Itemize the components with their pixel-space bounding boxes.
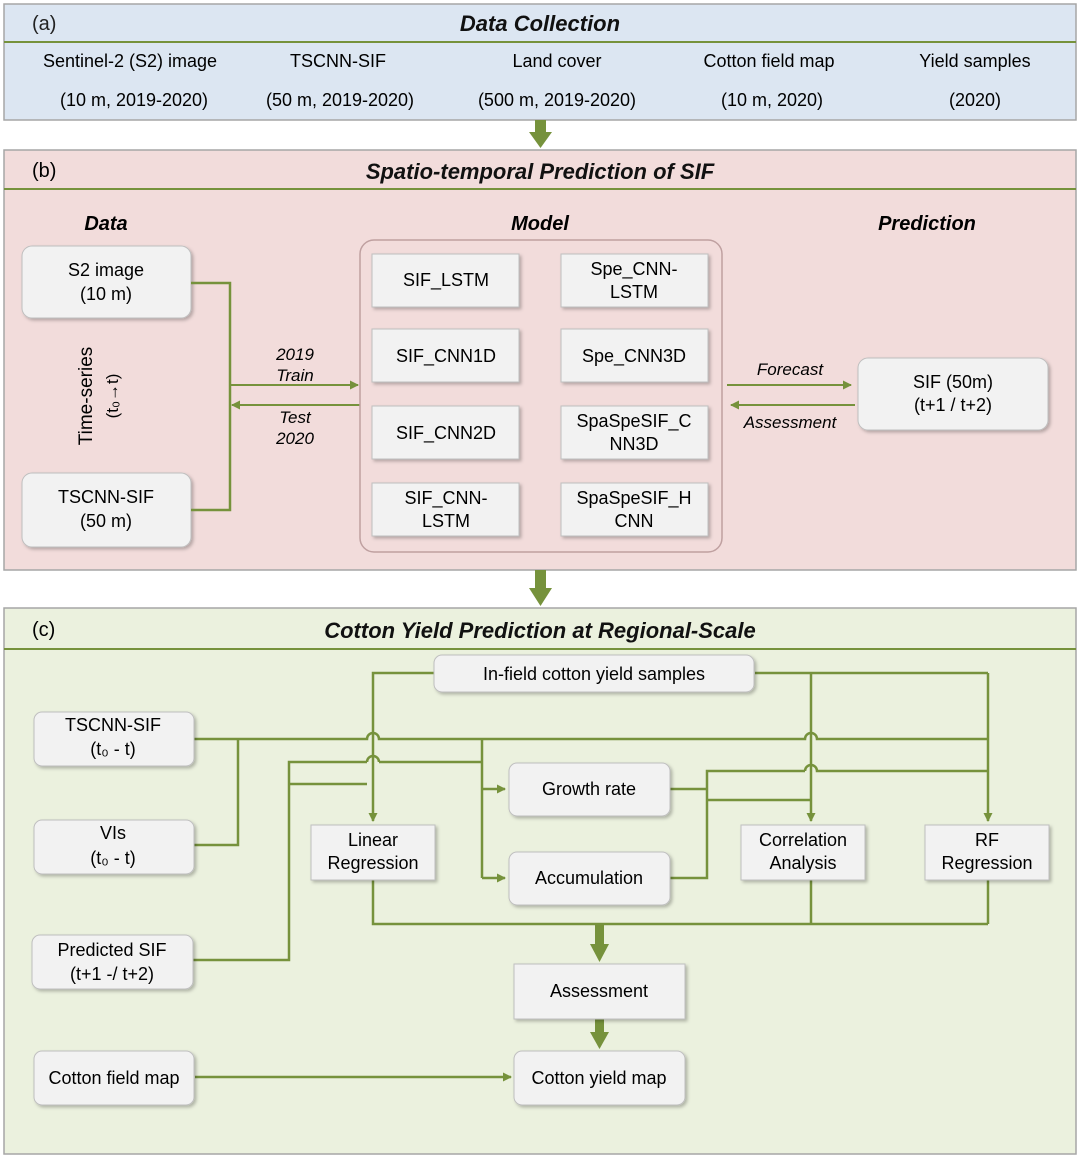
timeseries-sub: (t₀→t) <box>103 374 122 419</box>
arrow-to-assessment <box>590 924 609 962</box>
data-box-s2: S2 image (10 m) <box>21 245 192 319</box>
source-name-tscnn: TSCNN-SIF <box>290 51 386 71</box>
correlation-line2: Analysis <box>769 853 836 873</box>
model-container <box>359 239 723 553</box>
source-detail-landcover: (500 m, 2019-2020) <box>478 90 636 110</box>
assessment-box-label: Assessment <box>550 981 648 1001</box>
model-spaspesif-hcnn-line1: SpaSpeSIF_H <box>576 488 691 509</box>
input-cotton-field-map-label: Cotton field map <box>48 1068 179 1088</box>
panel-b-tag: (b) <box>32 160 56 182</box>
linear-regression-box: Linear Regression <box>310 824 436 881</box>
panel-a-title: Data Collection <box>460 11 620 36</box>
data-box-tscnn-line2: (50 m) <box>80 511 132 531</box>
data-box-s2-line2: (10 m) <box>80 284 132 304</box>
source-name-landcover: Land cover <box>512 51 601 71</box>
input-predicted-sif-box: Predicted SIF (t+1 -/ t+2) <box>31 934 194 990</box>
header-model: Model <box>511 213 569 235</box>
correlation-analysis-box: Correlation Analysis <box>740 824 866 881</box>
model-sif-lstm: SIF_LSTM <box>371 253 520 308</box>
timeseries-label: Time-series <box>76 347 97 446</box>
test-label: Test <box>279 408 312 427</box>
model-spaspesif-cnn3d-line2: NN3D <box>609 434 658 454</box>
input-tscnn-box: TSCNN-SIF (t₀ - t) <box>33 711 195 767</box>
rf-regression-box: RF Regression <box>924 824 1050 881</box>
input-predicted-line1: Predicted SIF <box>57 940 166 960</box>
samples-box: In-field cotton yield samples <box>433 654 755 693</box>
accumulation-box: Accumulation <box>508 851 671 906</box>
panel-c-connectors <box>193 671 993 962</box>
growth-rate-box: Growth rate <box>508 762 671 817</box>
connector-data-bracket <box>191 281 232 512</box>
model-spe-cnn-lstm-line1: Spe_CNN- <box>590 259 677 280</box>
linear-regression-line1: Linear <box>348 830 398 850</box>
model-sif-cnn1d: SIF_CNN1D <box>371 328 520 383</box>
growth-rate-label: Growth rate <box>542 779 636 799</box>
input-cotton-field-map-box: Cotton field map <box>33 1050 195 1106</box>
input-predicted-line2: (t+1 -/ t+2) <box>70 964 154 984</box>
model-sif-cnn-lstm-line2: LSTM <box>422 511 470 531</box>
rf-regression-line1: RF <box>975 830 999 850</box>
panel-data-collection: (a) Data Collection Sentinel-2 (S2) imag… <box>3 3 1077 121</box>
train-label: Train <box>276 366 313 385</box>
header-prediction: Prediction <box>878 213 976 235</box>
model-spaspesif-cnn3d: SpaSpeSIF_C NN3D <box>560 405 709 460</box>
source-detail-yield: (2020) <box>949 90 1001 110</box>
model-spe-cnn-lstm-line2: LSTM <box>610 282 658 302</box>
arrow-assessment-to-map <box>590 1019 609 1049</box>
rf-regression-line2: Regression <box>941 853 1032 873</box>
model-spaspesif-hcnn-line2: CNN <box>615 511 654 531</box>
input-vis-line2: (t₀ - t) <box>90 848 135 868</box>
model-sif-lstm-label: SIF_LSTM <box>403 270 489 291</box>
input-tscnn-line1: TSCNN-SIF <box>65 715 161 735</box>
data-box-tscnn-line1: TSCNN-SIF <box>58 487 154 507</box>
correlation-line1: Correlation <box>759 830 847 850</box>
cotton-yield-map-box: Cotton yield map <box>513 1050 686 1106</box>
source-detail-tscnn: (50 m, 2019-2020) <box>266 90 414 110</box>
train-year: 2019 <box>275 345 314 364</box>
data-box-s2-line1: S2 image <box>68 260 144 280</box>
panel-sif-prediction: (b) Spatio-temporal Prediction of SIF Da… <box>3 149 1077 571</box>
assessment-box: Assessment <box>513 963 686 1020</box>
panel-a-tag: (a) <box>32 13 56 35</box>
input-vis-line1: VIs <box>100 823 126 843</box>
model-spe-cnn3d-label: Spe_CNN3D <box>582 346 686 367</box>
data-box-tscnn: TSCNN-SIF (50 m) <box>21 472 192 548</box>
arrow-b-to-c <box>529 570 552 606</box>
samples-label: In-field cotton yield samples <box>483 664 705 684</box>
forecast-label: Forecast <box>757 360 824 379</box>
panel-c-title: Cotton Yield Prediction at Regional-Scal… <box>324 618 756 643</box>
panel-yield-prediction: (c) Cotton Yield Prediction at Regional-… <box>3 607 1077 1155</box>
test-year: 2020 <box>275 429 314 448</box>
panel-b-title: Spatio-temporal Prediction of SIF <box>366 159 715 184</box>
input-vis-box: VIs (t₀ - t) <box>33 819 195 875</box>
cotton-yield-map-label: Cotton yield map <box>531 1068 666 1088</box>
panel-c-tag: (c) <box>32 619 55 641</box>
model-sif-cnn2d-label: SIF_CNN2D <box>396 423 496 444</box>
model-sif-cnn2d: SIF_CNN2D <box>371 405 520 460</box>
assessment-label: Assessment <box>743 413 838 432</box>
source-name-cottonmap: Cotton field map <box>703 51 834 71</box>
model-spaspesif-hcnn: SpaSpeSIF_H CNN <box>560 482 709 537</box>
arrow-a-to-b <box>529 120 552 148</box>
prediction-line1: SIF (50m) <box>913 372 993 392</box>
accumulation-label: Accumulation <box>535 868 643 888</box>
model-spe-cnn3d: Spe_CNN3D <box>560 328 709 383</box>
model-sif-cnn-lstm: SIF_CNN- LSTM <box>371 482 520 537</box>
prediction-line2: (t+1 / t+2) <box>914 395 992 415</box>
prediction-box: SIF (50m) (t+1 / t+2) <box>857 357 1049 431</box>
input-tscnn-line2: (t₀ - t) <box>90 739 135 759</box>
model-spe-cnn-lstm: Spe_CNN- LSTM <box>560 253 709 308</box>
linear-regression-line2: Regression <box>327 853 418 873</box>
source-detail-cottonmap: (10 m, 2020) <box>721 90 823 110</box>
model-spaspesif-cnn3d-line1: SpaSpeSIF_C <box>576 411 691 432</box>
source-name-s2: Sentinel-2 (S2) image <box>43 51 217 71</box>
model-sif-cnn-lstm-line1: SIF_CNN- <box>404 488 487 509</box>
model-sif-cnn1d-label: SIF_CNN1D <box>396 346 496 367</box>
header-data: Data <box>84 213 127 235</box>
source-detail-s2: (10 m, 2019-2020) <box>60 90 208 110</box>
source-name-yield: Yield samples <box>919 51 1030 71</box>
